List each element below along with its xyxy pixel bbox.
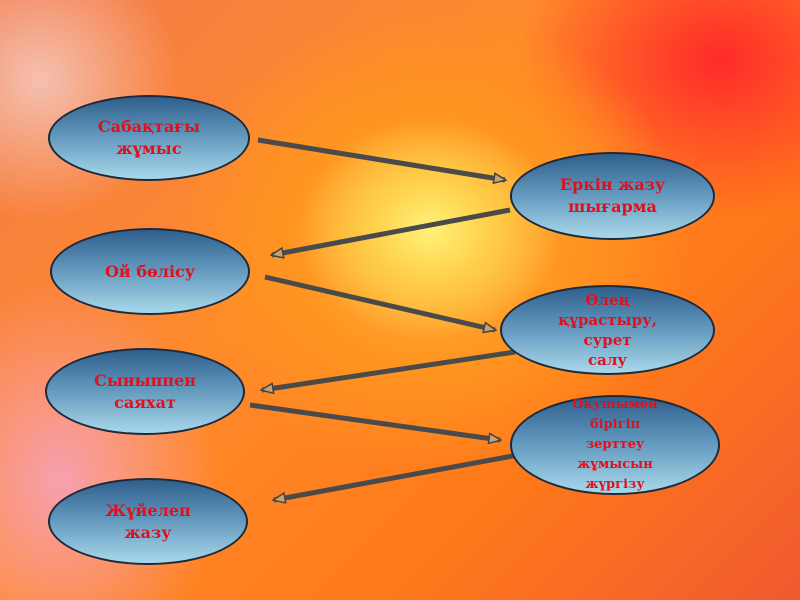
oval-lesson-work: Сабақтағы жұмыс (48, 95, 250, 181)
arrow-3 (264, 274, 495, 330)
arrow-2 (272, 207, 511, 255)
oval-class-trip: Сыныппен саяхат (45, 348, 245, 435)
arrow-1 (257, 137, 505, 180)
arrow-4 (262, 349, 516, 390)
oval-systematic-writing: Жүйелеп жазу (48, 478, 248, 565)
oval-free-writing: Еркін жазу шығарма (510, 152, 715, 240)
arrow-5 (249, 402, 500, 440)
arrow-6 (274, 452, 519, 500)
oval-joint-research: Оқушымен бірігіп зерттеу жұмысын жүргізу (510, 395, 720, 495)
oval-compose-poem: Өлең құрастыру, сурет салу (500, 285, 715, 375)
oval-share-thoughts: Ой бөлісу (50, 228, 250, 315)
